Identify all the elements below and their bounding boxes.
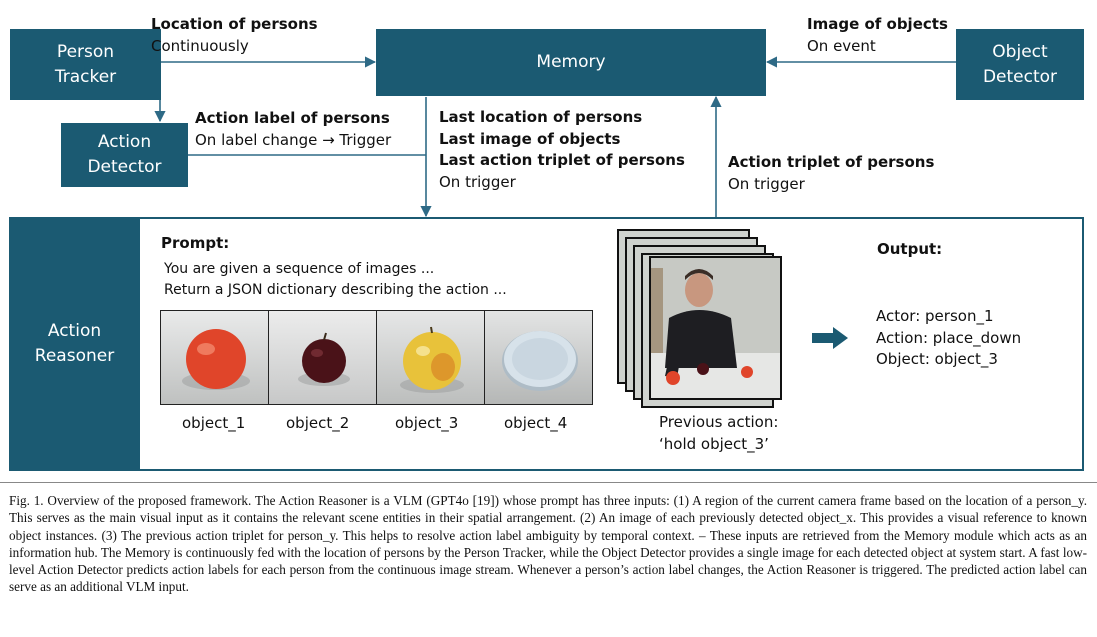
camera-frame-current [649, 256, 782, 400]
object-detector-label: Object Detector [982, 41, 1058, 87]
object-image-strip [160, 310, 593, 405]
memory-box: Memory [376, 29, 766, 96]
output-action: Action: place_down [876, 328, 1022, 347]
object-name-2: object_2 [286, 414, 350, 432]
output-actor: Actor: person_1 [876, 307, 994, 325]
last-image: Last image of objects [439, 129, 621, 148]
image-objects-label: Image of objects On event [807, 14, 948, 57]
previous-action-line-1: Previous action: [659, 413, 779, 431]
person-tracker-label: Person Tracker [54, 41, 117, 87]
image-objects-sub: On event [807, 36, 876, 55]
location-sub: Continuously [151, 36, 249, 55]
prompt-line-1: You are given a sequence of images ... [164, 261, 435, 277]
object-image-4 [485, 311, 592, 404]
previous-action-line-2: ‘hold object_3’ [659, 434, 769, 453]
yellow-apple-icon [400, 326, 464, 393]
figure-caption: Fig. 1. Overview of the proposed framewo… [9, 493, 1087, 595]
person-scene-icon [651, 258, 780, 398]
output-arrow-icon [812, 327, 848, 349]
object-image-2 [269, 311, 377, 404]
memory-label: Memory [536, 52, 606, 72]
dark-red-apple-icon [298, 332, 350, 386]
last-sub: On trigger [439, 172, 516, 191]
triplet-label: Action triplet of persons On trigger [728, 152, 934, 195]
output-object: Object: object_3 [876, 350, 998, 368]
object-name-1: object_1 [182, 414, 246, 432]
location-title: Location of persons [151, 15, 318, 33]
action-label-sub: On label change → Trigger [195, 130, 392, 149]
action-reasoner-box: Action Reasoner [9, 217, 140, 471]
action-detector-box: Action Detector [61, 123, 188, 187]
object-image-3 [377, 311, 485, 404]
object-image-1 [161, 311, 269, 404]
triplet-title: Action triplet of persons [728, 153, 935, 171]
action-label-label: Action label of persons On label change … [195, 108, 391, 151]
action-detector-label: Action Detector [87, 132, 162, 177]
output-block: Actor: person_1 Action: place_down Objec… [876, 306, 1021, 371]
prompt-title: Prompt: [161, 234, 230, 252]
object-name-3: object_3 [395, 414, 459, 432]
image-objects-title: Image of objects [807, 15, 948, 33]
memory-outputs-label: Last location of persons Last image of o… [439, 107, 685, 193]
action-reasoner-label: Action Reasoner [34, 321, 115, 366]
output-title: Output: [877, 240, 943, 258]
caption-divider [0, 482, 1097, 483]
location-label: Location of persons Continuously [151, 14, 318, 57]
white-plate-icon [502, 331, 578, 391]
person-tracker-box: Person Tracker [10, 29, 161, 100]
last-location: Last location of persons [439, 108, 643, 126]
action-label-title: Action label of persons [195, 109, 390, 127]
triplet-sub: On trigger [728, 174, 805, 193]
last-triplet: Last action triplet of persons [439, 151, 685, 169]
object-name-4: object_4 [504, 414, 568, 432]
red-tomato-icon [182, 329, 250, 390]
prompt-line-2: Return a JSON dictionary describing the … [164, 282, 507, 298]
previous-action: Previous action: ‘hold object_3’ [659, 412, 778, 455]
object-detector-box: Object Detector [956, 29, 1084, 100]
